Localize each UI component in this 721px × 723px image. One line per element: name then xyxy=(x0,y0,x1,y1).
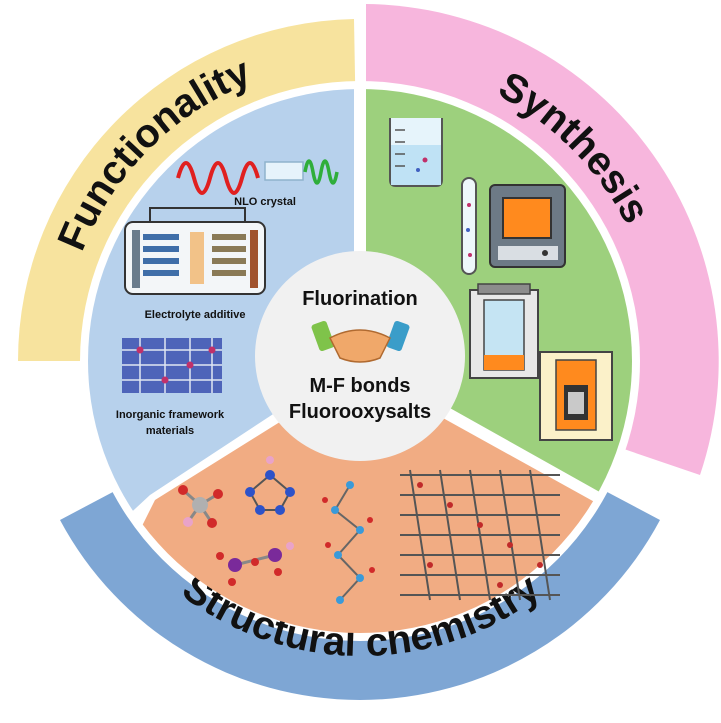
framework-network xyxy=(400,469,560,601)
framework-text-line1: Inorganic framework xyxy=(116,409,225,421)
chain-structure xyxy=(322,481,375,604)
structural-sector xyxy=(88,372,632,633)
anode xyxy=(132,230,140,288)
tetrahedral-anion-molecule xyxy=(178,485,223,528)
ring-molecule xyxy=(245,456,295,515)
framework-text-line2: materials xyxy=(146,425,194,437)
synthesis-content xyxy=(389,118,613,441)
functionality-content: NLO crystal Electrolyte additive xyxy=(116,159,339,437)
fluorooxysalts-text: Fluorooxysalts xyxy=(289,401,431,423)
muffle-furnace-icon xyxy=(489,184,566,268)
nlo-crystal-illustration: NLO crystal xyxy=(176,159,339,208)
cathode xyxy=(250,230,258,288)
beaker-icon xyxy=(389,118,443,187)
nlo-crystal-block xyxy=(264,161,304,181)
electrolyte-additive-text: Electrolyte additive xyxy=(145,309,246,321)
layered-structure-left xyxy=(143,234,179,276)
green-wave xyxy=(303,159,339,185)
framework-illustration: Inorganic framework materials xyxy=(116,338,225,437)
test-tube-icon xyxy=(461,177,477,275)
framework-nodes xyxy=(136,346,216,384)
autoclave-icon xyxy=(539,351,613,441)
hydrothermal-reactor-icon xyxy=(469,283,539,379)
handshake-icon xyxy=(311,320,410,363)
fluorination-title: Fluorination xyxy=(302,288,418,310)
functionality-sector xyxy=(88,89,354,560)
red-wave xyxy=(176,161,260,195)
dimer-molecule xyxy=(216,542,294,586)
nlo-crystal-text: NLO crystal xyxy=(234,196,296,208)
battery-wire xyxy=(149,207,246,222)
battery-illustration: Electrolyte additive xyxy=(124,207,266,321)
separator xyxy=(190,232,204,284)
center-hub: Fluorination M-F bonds Fluorooxysalts xyxy=(255,251,465,461)
structural-content xyxy=(178,456,560,604)
layered-structure-right xyxy=(212,234,246,276)
mf-bonds-text: M-F bonds xyxy=(309,375,410,397)
